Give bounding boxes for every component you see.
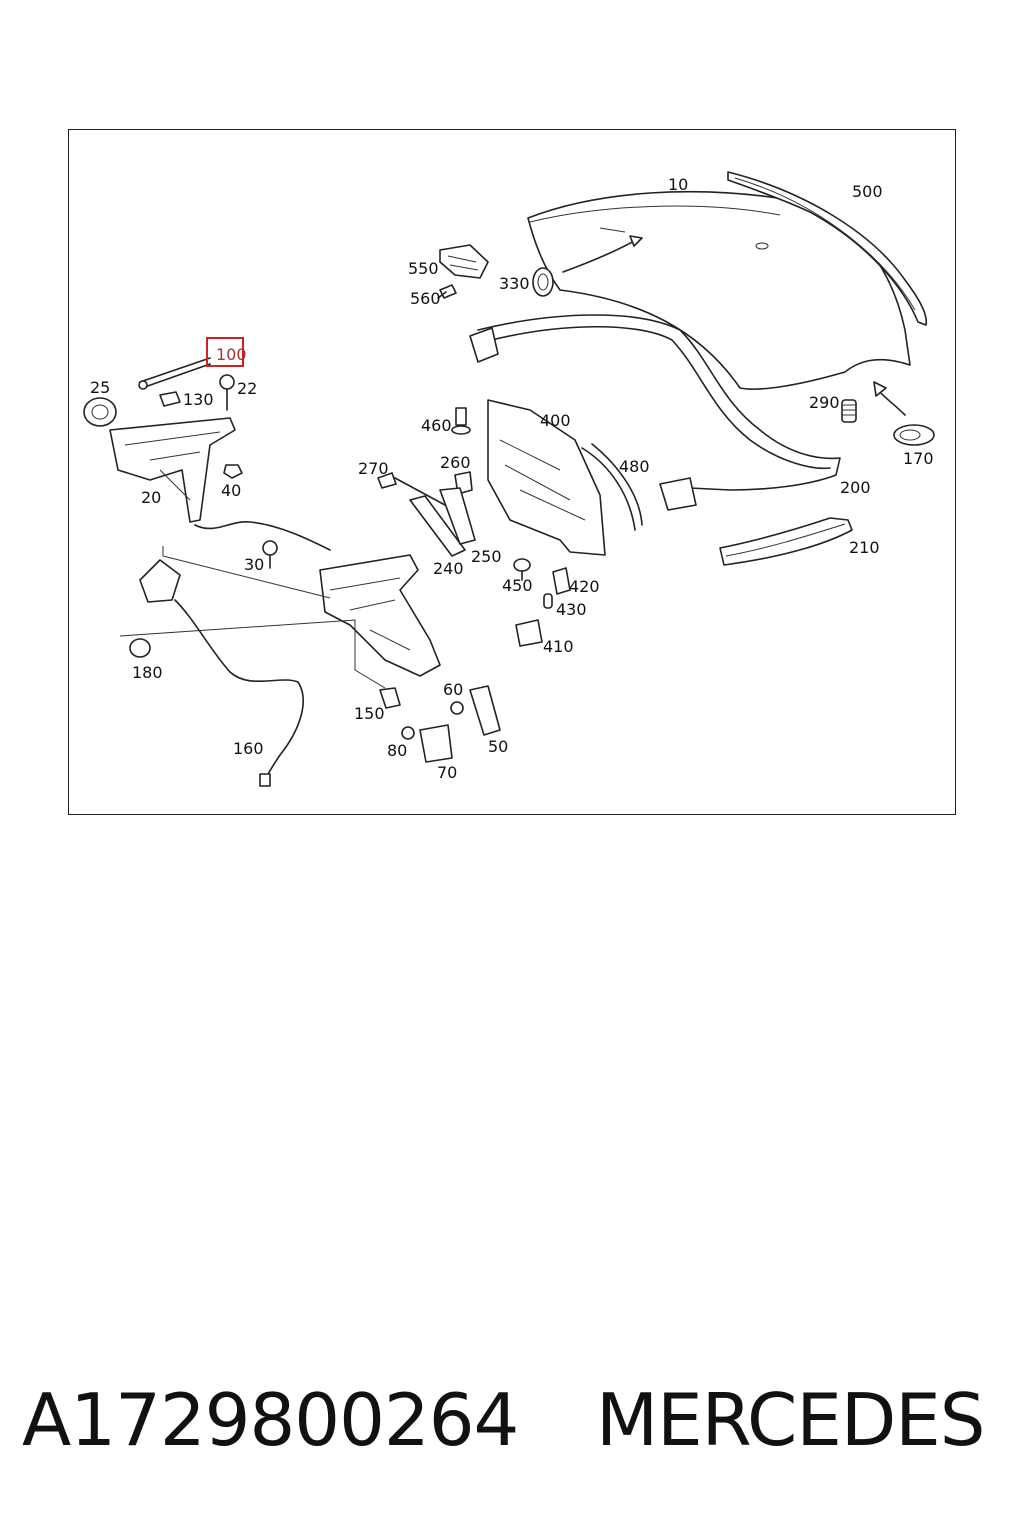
clip-180-part[interactable] [129, 638, 151, 658]
callout-50: 50 [488, 737, 508, 756]
bracket-250-part[interactable] [439, 487, 476, 545]
nut-130-part[interactable] [159, 391, 181, 407]
hinge-20-part[interactable] [109, 417, 236, 523]
leader-line-1 [162, 546, 331, 599]
callout-430: 430 [556, 600, 587, 619]
rivet-450-part[interactable] [513, 558, 531, 581]
arrow-head-330 [629, 235, 643, 247]
bracket-150-part[interactable] [379, 687, 401, 709]
callout-500: 500 [852, 182, 883, 201]
callout-260: 260 [440, 453, 471, 472]
callout-560: 560 [410, 289, 441, 308]
trim-480-part[interactable] [581, 443, 643, 531]
lock-70-part[interactable] [419, 724, 453, 763]
callout-200: 200 [840, 478, 871, 497]
highlight-box-100 [206, 337, 244, 367]
linkage-rod [194, 521, 331, 551]
callout-410: 410 [543, 637, 574, 656]
switch-420-part[interactable] [552, 567, 571, 595]
bolt-460-part[interactable] [451, 407, 471, 435]
arrow-head-170 [873, 381, 887, 397]
callout-480: 480 [619, 457, 650, 476]
callout-270: 270 [358, 459, 389, 478]
hinge-assembly-right-part[interactable] [319, 554, 441, 677]
callout-170: 170 [903, 449, 934, 468]
buffer-25-part[interactable] [83, 397, 117, 427]
callout-290: 290 [809, 393, 840, 412]
callout-100: 100 [216, 345, 247, 364]
striker-50-part[interactable] [469, 685, 501, 736]
arrow-170 [877, 389, 906, 416]
brand-name: MERCEDES [596, 1378, 985, 1462]
callout-330: 330 [499, 274, 530, 293]
callout-240: 240 [433, 559, 464, 578]
bracket-550-part[interactable] [439, 244, 489, 279]
callout-460: 460 [421, 416, 452, 435]
footer: A1729800264 MERCEDES [0, 1370, 1024, 1470]
spoiler-part[interactable] [727, 171, 928, 326]
callout-130: 130 [183, 390, 214, 409]
screw-30-part[interactable] [262, 540, 278, 569]
callout-210: 210 [849, 538, 880, 557]
grommet-330-part[interactable] [532, 267, 554, 297]
callout-180: 180 [132, 663, 163, 682]
leader-line-2 [119, 619, 386, 689]
callout-40: 40 [221, 481, 241, 500]
callout-250: 250 [471, 547, 502, 566]
arm-270-part[interactable] [377, 472, 446, 506]
callout-550: 550 [408, 259, 439, 278]
callout-60: 60 [443, 680, 463, 699]
callout-420: 420 [569, 577, 600, 596]
callout-400: 400 [540, 411, 571, 430]
nut-40-part[interactable] [223, 464, 243, 479]
screw-22-part[interactable] [219, 374, 235, 411]
callout-30: 30 [244, 555, 264, 574]
callout-80: 80 [387, 741, 407, 760]
callout-450: 450 [502, 576, 533, 595]
cable-160-part[interactable] [139, 559, 304, 787]
trunk-lid-part[interactable] [527, 190, 911, 390]
screw-60-part[interactable] [450, 701, 464, 715]
bump-stop-290-part[interactable] [841, 399, 857, 423]
cover-170-part[interactable] [893, 424, 935, 446]
seal-frame-200-part[interactable] [469, 314, 841, 511]
callout-10: 10 [668, 175, 688, 194]
callout-150: 150 [354, 704, 385, 723]
callout-22: 22 [237, 379, 257, 398]
lamp-410-part[interactable] [515, 619, 543, 647]
bolt-560-part[interactable] [437, 284, 457, 299]
rail-240-part[interactable] [409, 495, 466, 557]
screw-80-part[interactable] [401, 726, 415, 740]
callout-160: 160 [233, 739, 264, 758]
callout-70: 70 [437, 763, 457, 782]
diagram-frame [68, 129, 956, 815]
arrow-330 [562, 239, 637, 273]
bulb-430-part[interactable] [543, 593, 553, 609]
part-number: A1729800264 [22, 1378, 519, 1462]
gas-strut-100-part[interactable] [138, 357, 211, 390]
strip-210-part[interactable] [719, 517, 853, 566]
callout-20: 20 [141, 488, 161, 507]
trunk-lining-400-part[interactable] [487, 399, 606, 556]
callout-25: 25 [90, 378, 110, 397]
